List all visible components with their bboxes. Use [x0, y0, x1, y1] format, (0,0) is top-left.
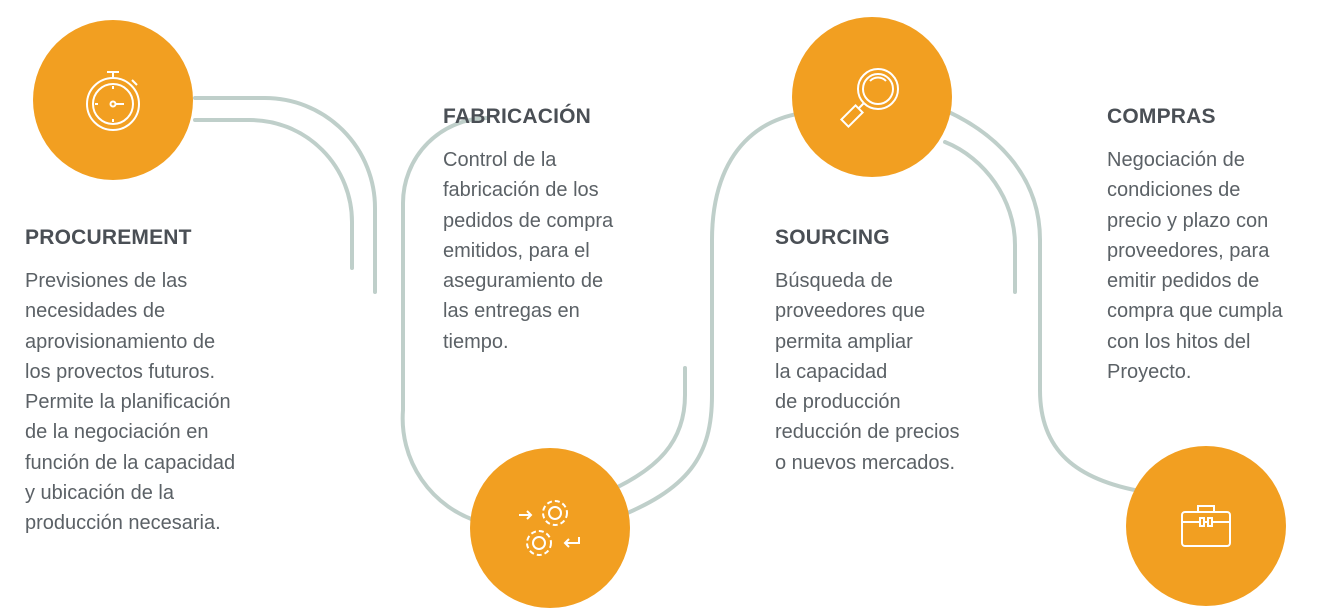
desc-line: de la negociación en: [25, 421, 209, 444]
desc-line: de producción: [775, 391, 901, 414]
desc-line: Previsiones de las: [25, 270, 188, 292]
desc-line: o nuevos mercados.: [775, 451, 956, 474]
procurement-block: PROCUREMENT Previsiones de las necesidad…: [25, 226, 325, 539]
desc-line: compra que cumpla: [1107, 300, 1283, 323]
desc-line: y ubicación de la: [25, 482, 174, 505]
sourcing-description: Búsqueda de proveedores que permita ampl…: [775, 266, 1020, 478]
desc-line: condiciones de: [1107, 179, 1241, 202]
desc-line: Proyecto.: [1107, 361, 1192, 384]
desc-line: proveedores, para: [1107, 239, 1270, 262]
desc-line: necesidades de: [25, 300, 166, 323]
desc-line: con los hitos del: [1107, 330, 1251, 353]
desc-line: producción necesaria.: [25, 512, 221, 535]
procurement-circle: [33, 20, 193, 180]
compras-circle: [1126, 446, 1286, 606]
fabricacion-title: FABRICACIÓN: [443, 105, 592, 128]
desc-line: aseguramiento de: [443, 270, 604, 293]
compras-block: COMPRAS Negociación de condiciones de pr…: [1107, 105, 1335, 387]
desc-line: precio y plazo con: [1107, 209, 1269, 232]
fabricacion-description: Control de la fabricación de los pedidos…: [443, 145, 683, 357]
fabricacion-circle: [470, 448, 630, 608]
magnifier-icon: [839, 68, 899, 129]
sourcing-circle: [792, 17, 952, 177]
gears-icon: [519, 500, 580, 556]
desc-line: permita ampliar: [775, 330, 913, 353]
briefcase-icon: [1181, 505, 1231, 547]
compras-description: Negociación de condiciones de precio y p…: [1107, 145, 1335, 387]
desc-line: función de la capacidad: [25, 451, 236, 474]
procurement-title: PROCUREMENT: [25, 226, 192, 249]
desc-line: fabricación de los: [443, 179, 599, 202]
desc-line: reducción de precios: [775, 421, 960, 444]
sourcing-title: SOURCING: [775, 226, 890, 249]
desc-line: pedidos de compra: [443, 209, 614, 232]
fabricacion-block: FABRICACIÓN Control de la fabricación de…: [443, 105, 683, 357]
desc-line: Permite la planificación: [25, 391, 231, 414]
desc-line: Búsqueda de: [775, 270, 893, 292]
desc-line: Control de la: [443, 149, 557, 171]
desc-line: aprovisionamiento de: [25, 330, 216, 353]
compras-title: COMPRAS: [1107, 105, 1216, 128]
procurement-description: Previsiones de las necesidades de aprovi…: [25, 266, 325, 539]
desc-line: proveedores que: [775, 300, 926, 323]
desc-line: Negociación de: [1107, 149, 1245, 171]
desc-line: emitidos, para el: [443, 239, 590, 262]
desc-line: las entregas en: [443, 300, 580, 323]
desc-line: los provectos futuros.: [25, 360, 216, 383]
desc-line: emitir pedidos de: [1107, 270, 1260, 293]
desc-line: tiempo.: [443, 330, 509, 353]
desc-line: la capacidad: [775, 360, 888, 383]
stopwatch-icon: [86, 71, 140, 131]
sourcing-block: SOURCING Búsqueda de proveedores que per…: [775, 226, 1020, 478]
